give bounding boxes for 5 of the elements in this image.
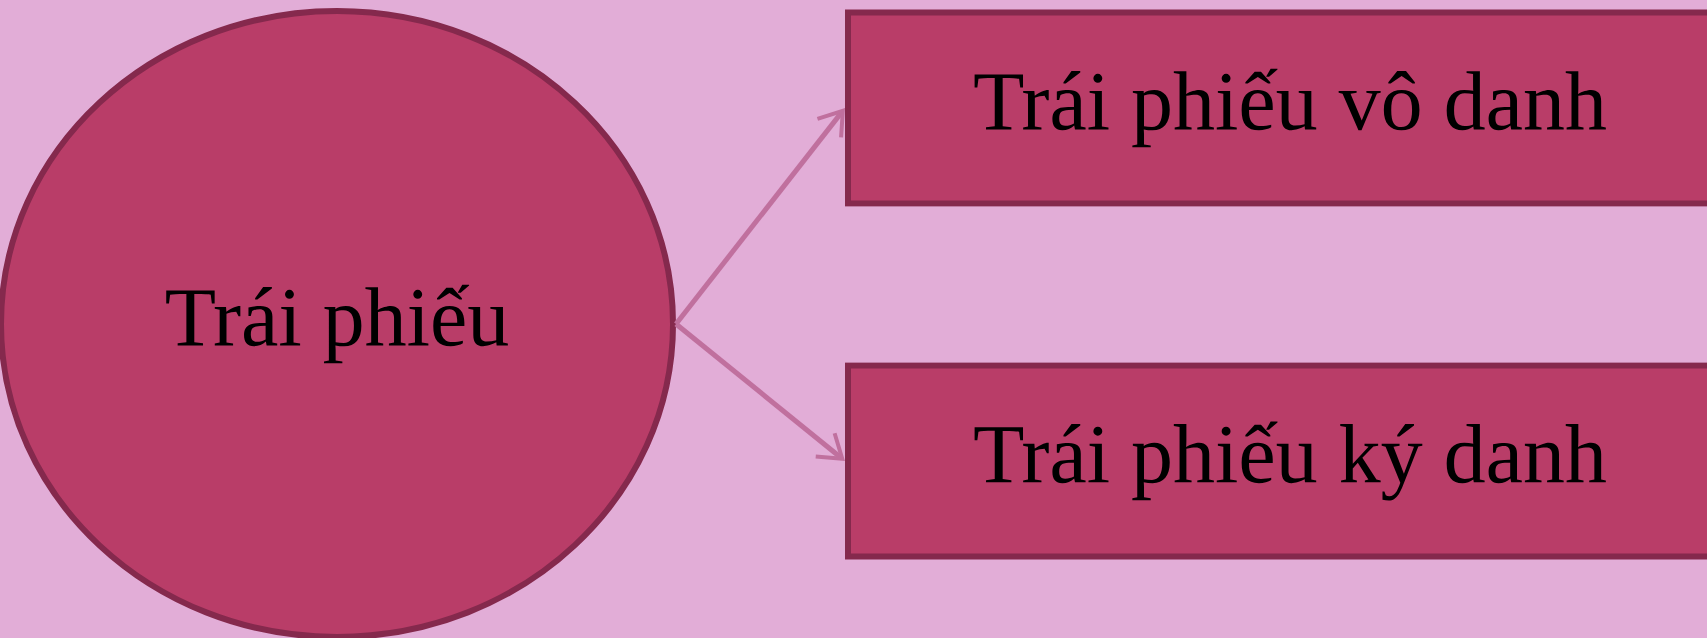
process-box: Trái phiếu ký danh: [845, 362, 1707, 560]
process-box: Trái phiếu vô danh: [845, 9, 1707, 207]
arrow: [674, 108, 845, 326]
arrow: [674, 322, 845, 461]
ellipse-node: Trái phiếu: [0, 8, 676, 638]
